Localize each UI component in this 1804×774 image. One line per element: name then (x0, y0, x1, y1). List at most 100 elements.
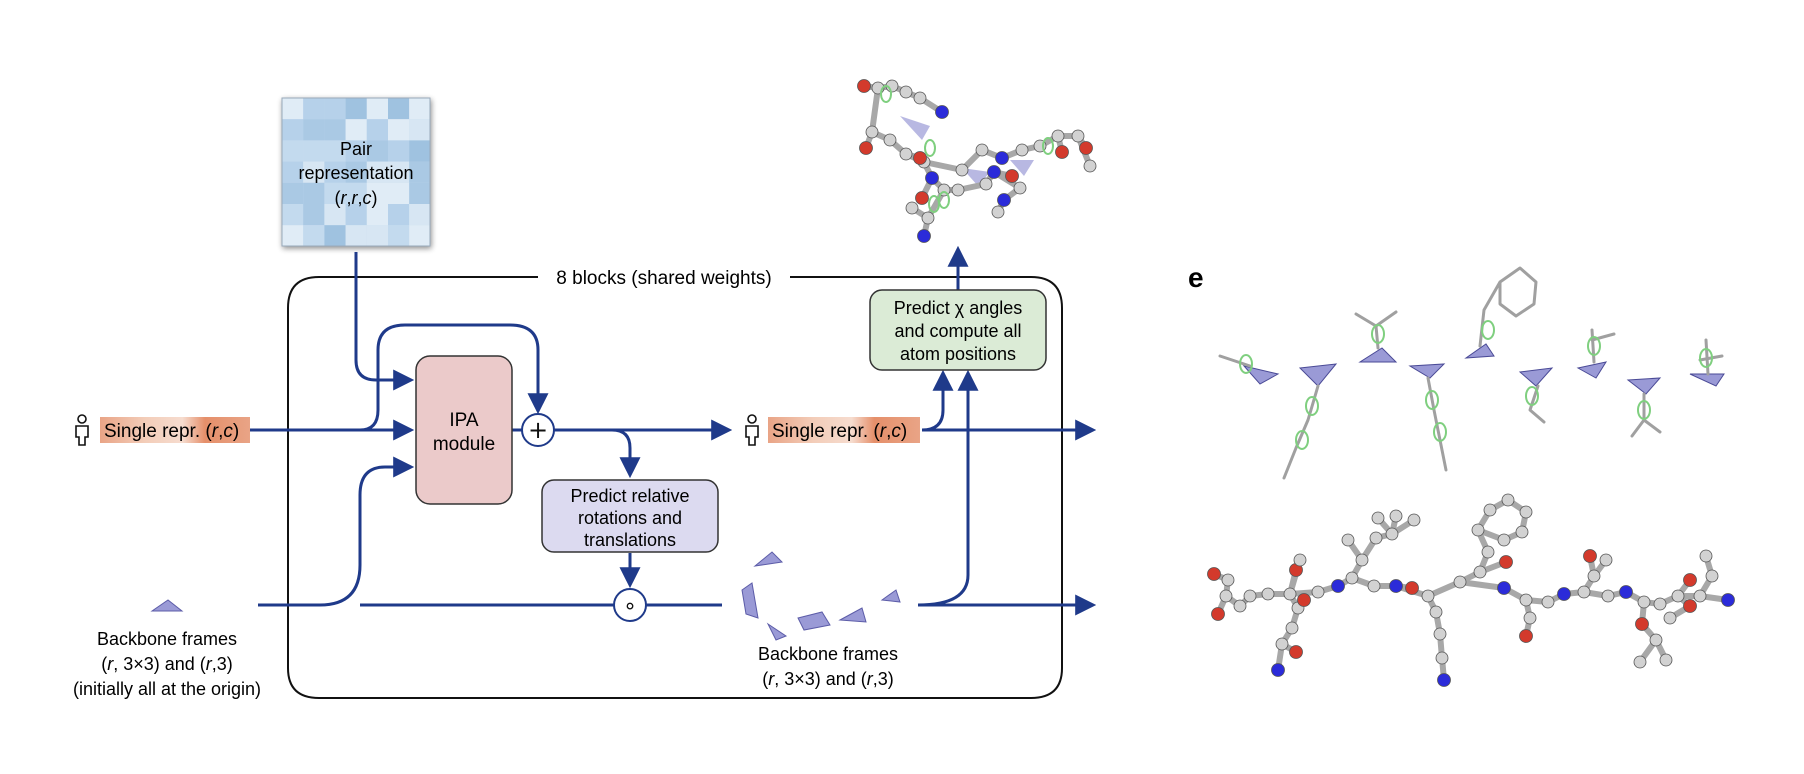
side-chain (1354, 312, 1380, 350)
predict-chi-line1: Predict χ angles (894, 298, 1023, 318)
carbon-atom (955, 163, 969, 177)
nitrogen-atom (1331, 579, 1345, 593)
pair-label-line3: (r,r,c) (334, 188, 377, 208)
oxygen-atom (1405, 581, 1419, 595)
carbon-atom (1659, 653, 1673, 667)
bond (869, 85, 881, 135)
predict-rotations-line3: translations (584, 530, 676, 550)
pair-heatmap-cell (388, 182, 410, 204)
carbon-atom (1483, 503, 1497, 517)
carbon-atom (1407, 513, 1421, 527)
pair-heatmap-cell (282, 204, 304, 226)
nitrogen-atom (1437, 673, 1451, 687)
side-chain (1218, 354, 1252, 368)
pair-heatmap-cell (345, 182, 367, 204)
pair-heatmap-cell (345, 204, 367, 226)
carbon-atom (1587, 569, 1601, 583)
pair-heatmap-cell (324, 204, 346, 226)
pair-heatmap-cell (366, 204, 388, 226)
pair-heatmap-cell (282, 98, 304, 120)
chi-angle-ring (1305, 396, 1319, 416)
backbone-frame (1626, 377, 1662, 395)
backbone-frame (1242, 365, 1280, 385)
nitrogen-atom (1619, 585, 1633, 599)
carbon-atom (1015, 143, 1029, 157)
nitrogen-atom (1389, 579, 1403, 593)
carbon-atom (1653, 597, 1667, 611)
carbon-atom (1367, 579, 1381, 593)
carbon-atom (1699, 549, 1713, 563)
oxygen-atom (1683, 573, 1697, 587)
carbon-atom (1541, 595, 1555, 609)
carbon-atom (1341, 533, 1355, 547)
backbone-frame (1689, 373, 1725, 387)
pair-heatmap-cell (303, 204, 325, 226)
chi-angle-ring (924, 139, 936, 157)
pair-heatmap-cell (366, 161, 388, 183)
nitrogen-atom (917, 229, 931, 243)
predict-rotations-line2: rotations and (578, 508, 682, 528)
carbon-atom (1633, 655, 1647, 669)
carbon-atom (1311, 585, 1325, 599)
oxygen-atom (1207, 567, 1221, 581)
single-repr-in: Single repr. (r,c) (75, 414, 250, 446)
backbone-frame-in-glyph (150, 599, 184, 612)
carbon-atom (1421, 589, 1435, 603)
ipa-label-line1: IPA (449, 410, 479, 431)
chi-angle-ring (1525, 386, 1539, 406)
carbon-atom (1693, 589, 1707, 603)
oxygen-atom (1055, 145, 1069, 159)
single-repr-out-label: Single repr. (r,c) (772, 421, 907, 442)
pair-heatmap-cell (366, 119, 388, 141)
backbone-frame (1408, 363, 1446, 379)
compose-operator-circle (613, 588, 647, 622)
carbon-atom (979, 177, 993, 191)
carbon-atom (975, 143, 989, 157)
carbon-atom (1649, 633, 1663, 647)
panel-label-e: e (1188, 262, 1204, 293)
carbon-atom (1601, 589, 1615, 603)
side-chain (1704, 338, 1710, 376)
carbon-atom (1385, 527, 1399, 541)
pair-heatmap-cell (345, 140, 367, 162)
add-operator-circle (521, 413, 555, 447)
carbon-atom (1453, 575, 1467, 589)
panel-e-frames-with-chi (1218, 266, 1725, 480)
pair-heatmap-cell (409, 225, 431, 247)
carbon-atom (1501, 493, 1515, 507)
chi-angle-ring (1637, 400, 1651, 420)
carbon-atom (1355, 553, 1369, 567)
chi-angle-ring (880, 85, 892, 103)
chi-angle-ring (1239, 354, 1253, 374)
nitrogen-atom (997, 193, 1011, 207)
predict-rotations-box (541, 479, 719, 553)
pair-heatmap-cell (282, 182, 304, 204)
carbon-atom (1369, 531, 1383, 545)
carbon-atom (1577, 585, 1591, 599)
block-label: 8 blocks (shared weights) (556, 268, 771, 289)
pair-heatmap-cell (282, 119, 304, 141)
pair-heatmap-cell (388, 204, 410, 226)
pair-heatmap-cell (388, 98, 410, 120)
single-repr-in-label: Single repr. (r,c) (104, 421, 239, 442)
backbone-frame (1518, 367, 1554, 387)
predict-rotations-line1: Predict relative (570, 486, 689, 506)
chi-angle-ring (1433, 422, 1447, 442)
pair-heatmap-cell (366, 98, 388, 120)
carbon-atom (1705, 569, 1719, 583)
backbone-ribbon (1010, 160, 1034, 176)
chi-angle-ring (1587, 336, 1601, 356)
nitrogen-atom (1497, 581, 1511, 595)
side-chain (1478, 266, 1538, 348)
arrows (250, 245, 1097, 616)
nitrogen-atom (935, 105, 949, 119)
carbon-atom (1243, 589, 1257, 603)
backbone-ribbon (962, 168, 990, 186)
carbon-atom (1637, 595, 1651, 609)
person-icon (745, 414, 759, 446)
oxygen-atom (915, 191, 929, 205)
chi-angle-ring (1295, 430, 1309, 450)
pair-heatmap-cell (409, 204, 431, 226)
backbone-out-line2: (r, 3×3) and (r,3) (762, 669, 894, 689)
backbone-frame (1298, 363, 1338, 387)
